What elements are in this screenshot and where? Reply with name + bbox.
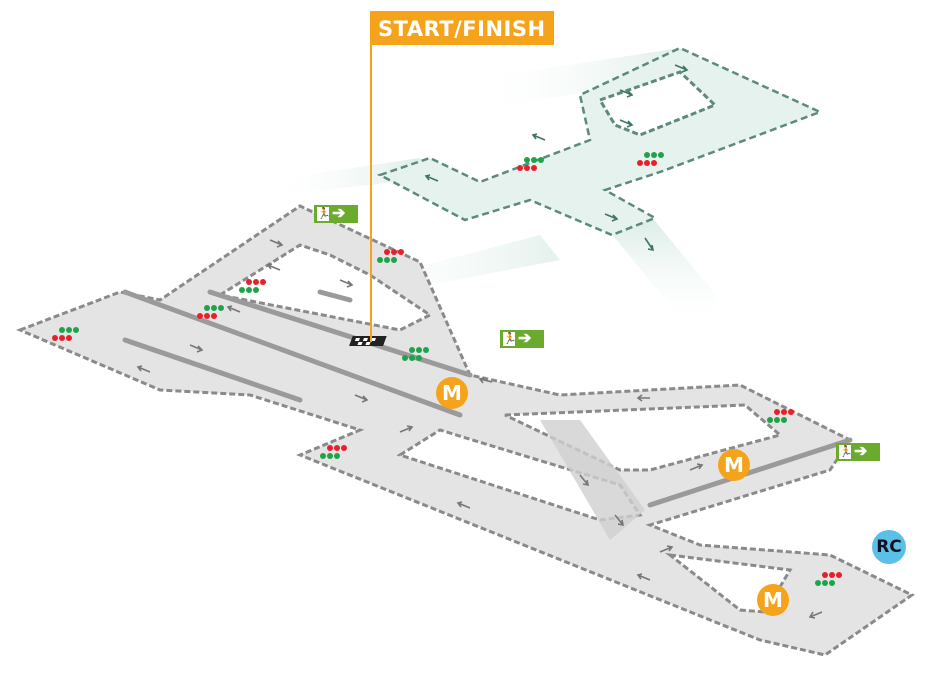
marshal-post: M bbox=[436, 377, 468, 409]
running-man-exit-icon: 🏃 bbox=[839, 445, 853, 459]
ramp-crossing bbox=[540, 420, 645, 540]
inner-dividers bbox=[122, 289, 853, 508]
start-lights bbox=[52, 152, 842, 586]
lower-direction-arrows bbox=[136, 239, 823, 619]
running-man-exit-icon: 🏃 bbox=[503, 332, 517, 346]
upper-level-track bbox=[376, 46, 824, 237]
marshal-post: M bbox=[757, 584, 789, 616]
start-finish-line bbox=[349, 336, 387, 346]
race-control-badge: RC bbox=[872, 530, 906, 564]
upper-direction-arrows bbox=[424, 64, 689, 252]
arrow-right-icon: ➔ bbox=[854, 443, 868, 460]
start-finish-label: START/FINISH bbox=[370, 11, 554, 45]
exit-sign: 🏃➔ bbox=[314, 205, 358, 223]
running-man-exit-icon: 🏃 bbox=[317, 207, 331, 221]
exit-sign: 🏃➔ bbox=[836, 443, 880, 461]
exit-sign: 🏃➔ bbox=[500, 330, 544, 348]
marshal-post: M bbox=[718, 449, 750, 481]
arrow-right-icon: ➔ bbox=[332, 205, 346, 222]
lower-level-track bbox=[15, 204, 915, 657]
arrow-right-icon: ➔ bbox=[518, 330, 532, 347]
